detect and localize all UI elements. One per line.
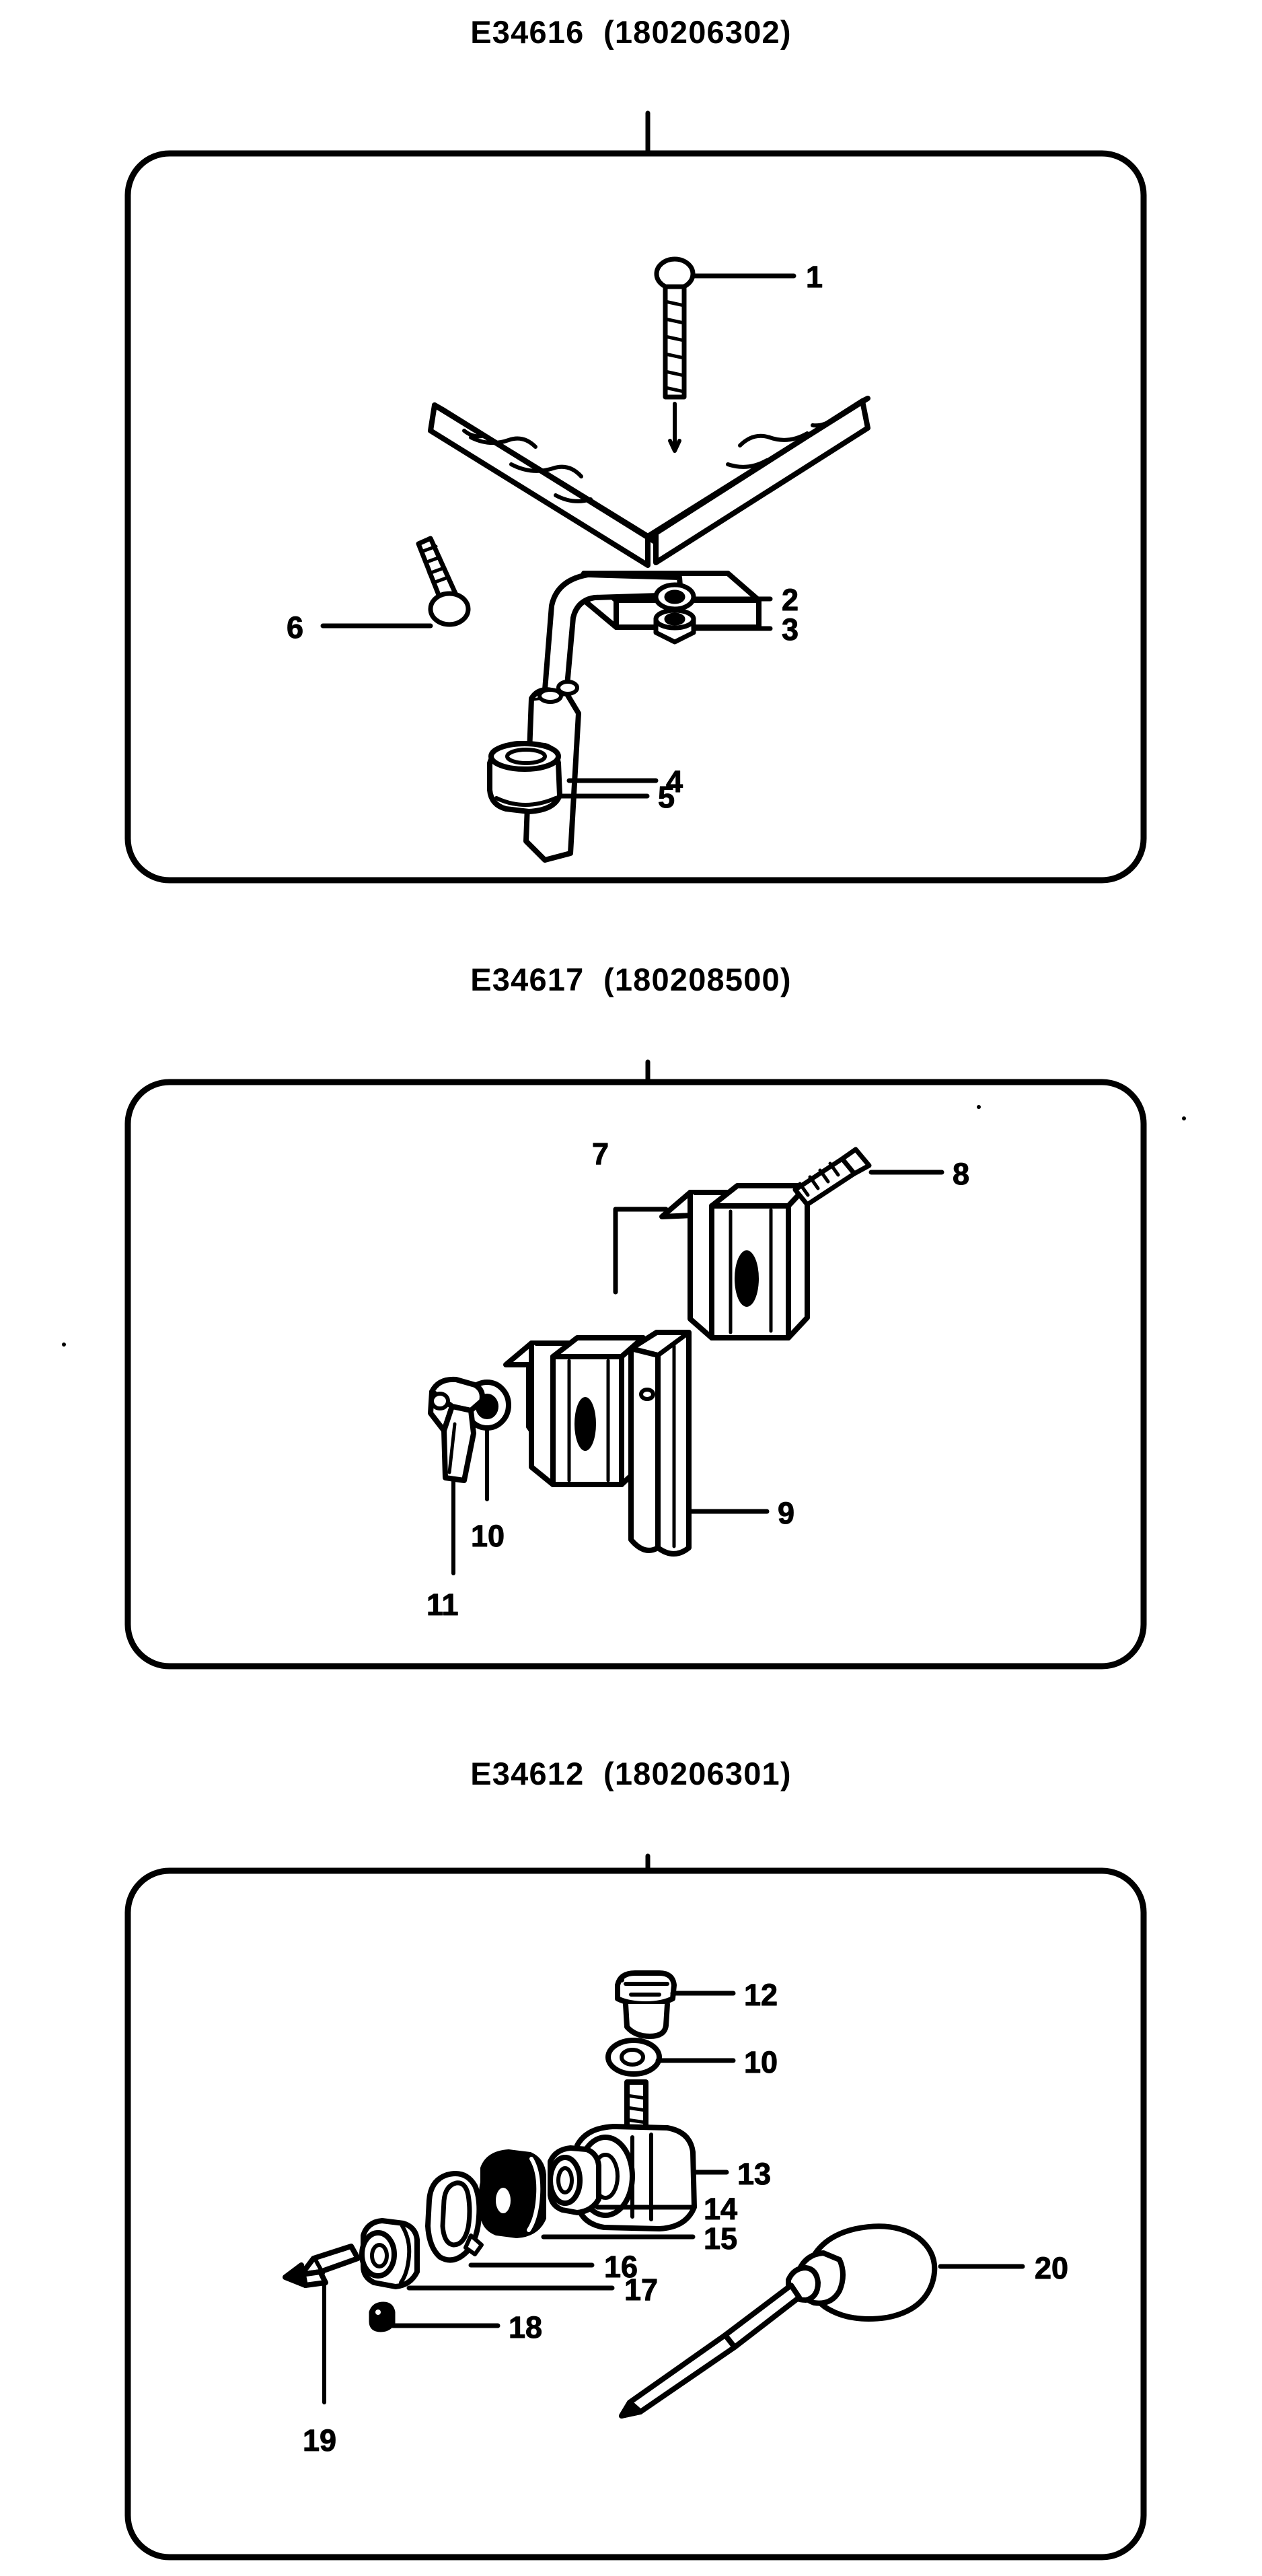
part-7-hook-bracket-front: [503, 1335, 646, 1487]
part-10-washer-p3: [605, 2038, 662, 2077]
panel-2-border: [124, 1079, 1147, 1670]
panel-1-border: [124, 150, 1147, 884]
part-8-screw: [792, 1147, 872, 1207]
part-1-screw: [654, 256, 696, 400]
panel-3-border: [124, 1867, 1147, 2561]
callout-11: 11: [426, 1587, 459, 1622]
part-12-wing-nut: [615, 1970, 677, 2039]
panel-e34617: E34617 (180208500): [0, 942, 1262, 1736]
part-7-hook-bracket-rear: [659, 1183, 810, 1340]
part-20-screwdriver: [619, 2223, 938, 2419]
panel-3-drawing: 12 10: [124, 1853, 1147, 2561]
part-18-grub-screw: [369, 2301, 396, 2332]
panel-1-drawing: 1: [124, 110, 1147, 884]
part-3-nut: [653, 608, 696, 645]
callout-16: 16: [604, 2250, 638, 2284]
callout-9: 9: [778, 1496, 794, 1530]
panel-2-title: E34617 (180208500): [470, 962, 792, 997]
callout-6: 6: [287, 610, 303, 645]
callout-2: 2: [782, 583, 799, 617]
callout-15: 15: [704, 2221, 737, 2256]
callout-4: 4: [666, 764, 683, 799]
callout-8: 8: [953, 1157, 969, 1191]
part-11-lever-knob: [428, 1376, 485, 1483]
part-5-foot-cap: [487, 741, 562, 814]
callout-1: 1: [806, 260, 823, 294]
scan-speck-a: [977, 1105, 981, 1109]
part-6-screw: [416, 536, 471, 627]
part-2-washer: [653, 582, 696, 612]
callout-17: 17: [624, 2273, 658, 2307]
assembly-arrow-1: [668, 439, 681, 453]
panel-e34616: E34616 (180206302) 1: [0, 0, 1262, 942]
handlebar-assembly: [428, 396, 870, 568]
panel-1-title: E34616 (180206302): [470, 14, 792, 50]
part-9-flat-bar: [628, 1330, 692, 1557]
panel-2-drawing: 7: [62, 1059, 1186, 1670]
part-15-bearing: [479, 2149, 546, 2238]
part-14-bearing-spacer: [548, 2145, 601, 2215]
callout-18: 18: [509, 2310, 542, 2345]
callout-10-p2: 10: [471, 1519, 505, 1553]
panel-3-title: E34612 (180206301): [470, 1756, 792, 1791]
callout-5: 5: [658, 780, 675, 814]
part-19-pointed-pin: [283, 2244, 361, 2288]
callout-3: 3: [782, 612, 799, 647]
callout-20: 20: [1035, 2251, 1068, 2285]
callout-19: 19: [303, 2423, 336, 2458]
part-16-circlip: [425, 2171, 484, 2263]
callout-7: 7: [592, 1137, 609, 1171]
part-17-bushing: [359, 2218, 420, 2289]
panel-e34612: E34612 (180206301) 12: [0, 1736, 1262, 2576]
callout-10-p3: 10: [744, 2045, 778, 2079]
callout-14: 14: [704, 2192, 737, 2226]
scan-speck-b: [1182, 1116, 1186, 1120]
callout-12: 12: [744, 1978, 778, 2012]
callout-13: 13: [737, 2157, 771, 2191]
scan-speck-c: [62, 1343, 66, 1347]
